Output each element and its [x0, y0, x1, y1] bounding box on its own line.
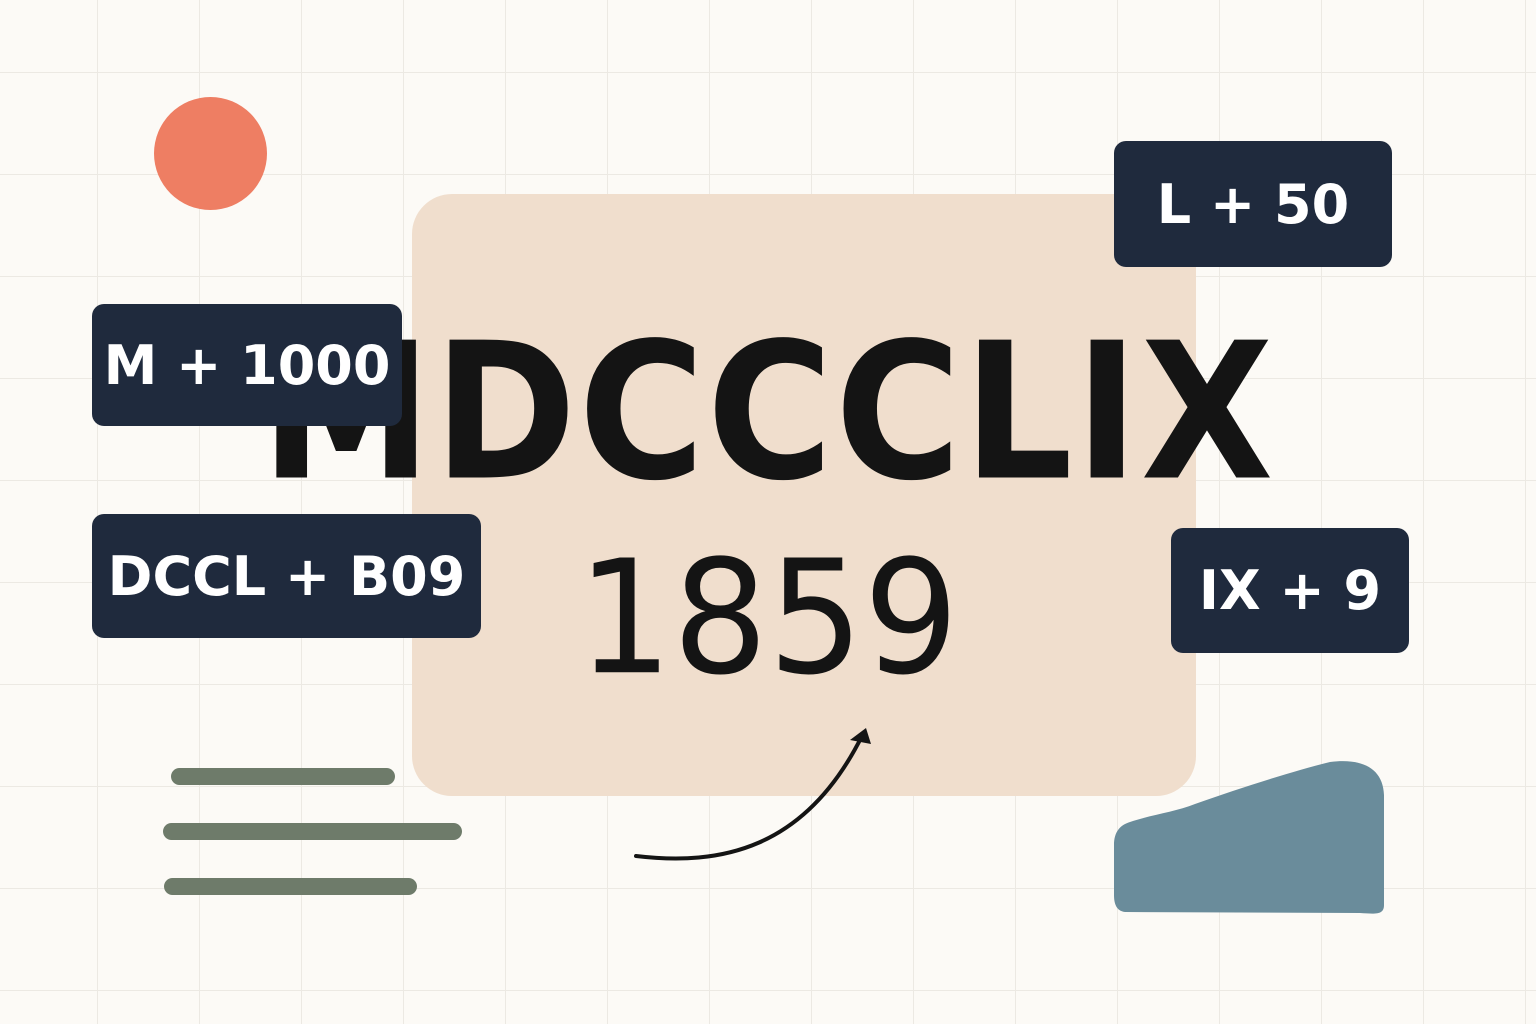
- decorative-bar-2: [163, 823, 462, 840]
- arabic-number-text: 1859: [577, 527, 959, 711]
- tag-ix-9: IX + 9: [1171, 528, 1409, 653]
- decorative-bar-3: [164, 878, 417, 895]
- tag-m-1000: M + 1000: [92, 304, 402, 426]
- main-card: [412, 194, 1196, 796]
- orange-circle-decoration: [154, 97, 267, 210]
- tag-dccl: DCCL + B09: [92, 514, 481, 638]
- tag-l-50: L + 50: [1114, 141, 1392, 267]
- decorative-bar-1: [171, 768, 395, 785]
- roman-numeral-text: MDCCCLIX: [260, 301, 1276, 523]
